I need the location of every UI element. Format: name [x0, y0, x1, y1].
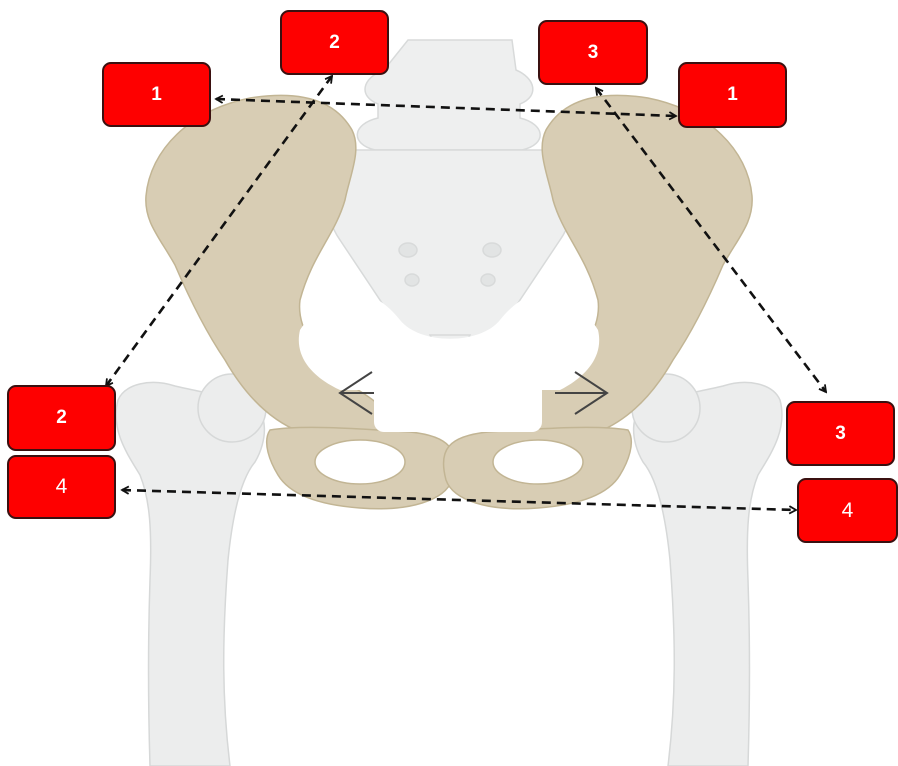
label-3-top: 3: [538, 20, 648, 85]
label-3-right: 3: [786, 401, 895, 466]
label-1-left: 1: [102, 62, 211, 127]
femur-illustration: [116, 374, 782, 766]
label-4-left: 4: [7, 455, 116, 519]
label-2-top: 2: [280, 10, 389, 75]
label-4-right: 4: [797, 478, 898, 543]
label-cover-box: [374, 360, 542, 432]
label-2-left: 2: [7, 385, 116, 451]
label-1-right: 1: [678, 62, 787, 128]
